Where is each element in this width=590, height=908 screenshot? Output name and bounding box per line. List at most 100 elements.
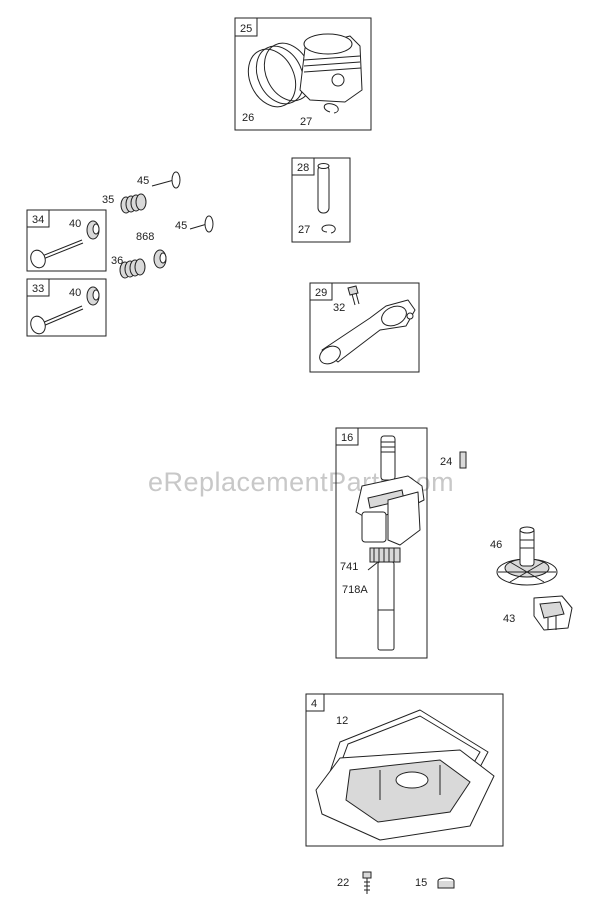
group-33-valve[interactable]: 33 40	[26, 278, 107, 337]
counterweight-icon	[387, 491, 421, 546]
piston-crown-icon	[303, 33, 353, 55]
group-4-frame	[305, 693, 504, 847]
label-26: 26	[242, 112, 254, 124]
sump-boss-icon	[395, 771, 429, 789]
valve-stem	[41, 305, 83, 324]
label-43: 43	[503, 613, 515, 625]
group-25-tag: 25	[240, 23, 252, 35]
lifter-stem	[151, 179, 175, 187]
label-12: 12	[336, 715, 348, 727]
label-868: 868	[136, 231, 154, 243]
lifter-stem	[189, 223, 208, 230]
bolt-head-icon	[362, 871, 372, 879]
valve-seal-hole	[92, 289, 100, 301]
group-25-tag-box	[234, 17, 258, 37]
label-27: 27	[298, 224, 310, 236]
label-35: 35	[102, 194, 114, 206]
valve-parts-loose[interactable]: 45 35 45 868 36	[102, 171, 214, 279]
piston-ring-icon	[255, 45, 305, 105]
label-718A: 718A	[342, 584, 368, 596]
plug-body-icon	[437, 881, 455, 889]
crankshaft-upper-shaft-icon	[380, 435, 396, 481]
rod-bolt-shank	[351, 292, 360, 306]
rod-bolt-head-icon	[347, 285, 359, 296]
label-24: 24	[440, 456, 452, 468]
clip-icon	[323, 103, 339, 114]
group-34-tag: 34	[32, 214, 44, 226]
label-45: 45	[137, 175, 149, 187]
crankshaft-lower-shaft-icon	[377, 561, 395, 651]
group-28-tag-box	[291, 157, 315, 176]
bolt-threads	[364, 881, 370, 891]
label-40: 40	[69, 287, 81, 299]
group-34-valve[interactable]: 34 40	[26, 209, 107, 272]
valve-spring-icon	[120, 193, 147, 214]
key-icon	[459, 451, 467, 469]
group-28-frame	[291, 157, 351, 243]
piston-pin-boss-icon	[331, 73, 345, 87]
group-34-tag-box	[26, 209, 50, 228]
sump-cavity-icon	[345, 759, 471, 823]
valve-seal-hole	[92, 223, 100, 235]
cam-gear-spokes	[498, 561, 556, 583]
group-4-tag: 4	[311, 698, 317, 710]
label-27: 27	[300, 116, 312, 128]
shaft-threads	[381, 441, 395, 453]
group-28-piston-pin[interactable]: 28 27	[291, 157, 351, 243]
group-16-frame	[335, 427, 428, 659]
group-29-tag: 29	[315, 287, 327, 299]
crankpin-icon	[361, 511, 387, 543]
group-25-piston[interactable]: 25 26 27	[234, 17, 372, 131]
group-28-tag: 28	[297, 162, 309, 174]
group-34-frame	[26, 209, 107, 272]
sump-ribs	[379, 765, 441, 800]
group-16-crankshaft[interactable]: 16 741 718A	[335, 427, 428, 659]
leader-line	[367, 561, 379, 571]
label-741: 741	[340, 561, 358, 573]
group-4-tag-box	[305, 693, 325, 712]
camshaft-stem-icon	[519, 527, 535, 567]
governor-arms	[547, 616, 557, 630]
camshaft-top	[519, 526, 535, 534]
camshaft-46[interactable]: 46	[490, 526, 558, 586]
cam-lobes	[520, 539, 534, 549]
clip-icon	[321, 224, 336, 234]
rod-cap-bolt-icon	[406, 312, 414, 320]
valve-stem	[42, 308, 84, 327]
piston-pin-end	[317, 163, 330, 169]
label-46: 46	[490, 539, 502, 551]
group-25-frame	[234, 17, 372, 131]
governor-43[interactable]: 43	[503, 595, 573, 631]
label-32: 32	[333, 302, 345, 314]
group-29-connecting-rod[interactable]: 29 32	[309, 282, 420, 373]
group-33-tag: 33	[32, 283, 44, 295]
group-16-tag-box	[335, 427, 359, 446]
label-40: 40	[69, 218, 81, 230]
key-24[interactable]: 24	[440, 451, 467, 469]
plug-15[interactable]: 15	[415, 877, 455, 889]
group-33-tag-box	[26, 278, 50, 297]
rod-small-end-icon	[319, 345, 341, 365]
valve-stem	[41, 239, 83, 257]
group-29-frame	[309, 282, 420, 373]
valve-spring-icon	[119, 258, 146, 279]
bolt-22[interactable]: 22	[337, 871, 372, 894]
valve-lifter-icon	[204, 215, 214, 233]
group-4-crankcase[interactable]: 4 12	[305, 693, 504, 847]
valve-stem	[42, 242, 84, 260]
rod-big-end-icon	[381, 305, 407, 327]
label-36: 36	[111, 255, 123, 267]
group-16-tag: 16	[341, 432, 353, 444]
label-45: 45	[175, 220, 187, 232]
label-15: 15	[415, 877, 427, 889]
valve-head-icon	[30, 315, 46, 335]
piston-grooves	[303, 55, 362, 73]
valve-head-icon	[30, 249, 46, 269]
gear-teeth	[373, 548, 395, 562]
governor-shade	[539, 601, 565, 619]
group-33-frame	[26, 278, 107, 337]
label-22: 22	[337, 877, 349, 889]
valve-lifter-icon	[171, 171, 181, 189]
piston-pin-icon	[317, 164, 330, 214]
